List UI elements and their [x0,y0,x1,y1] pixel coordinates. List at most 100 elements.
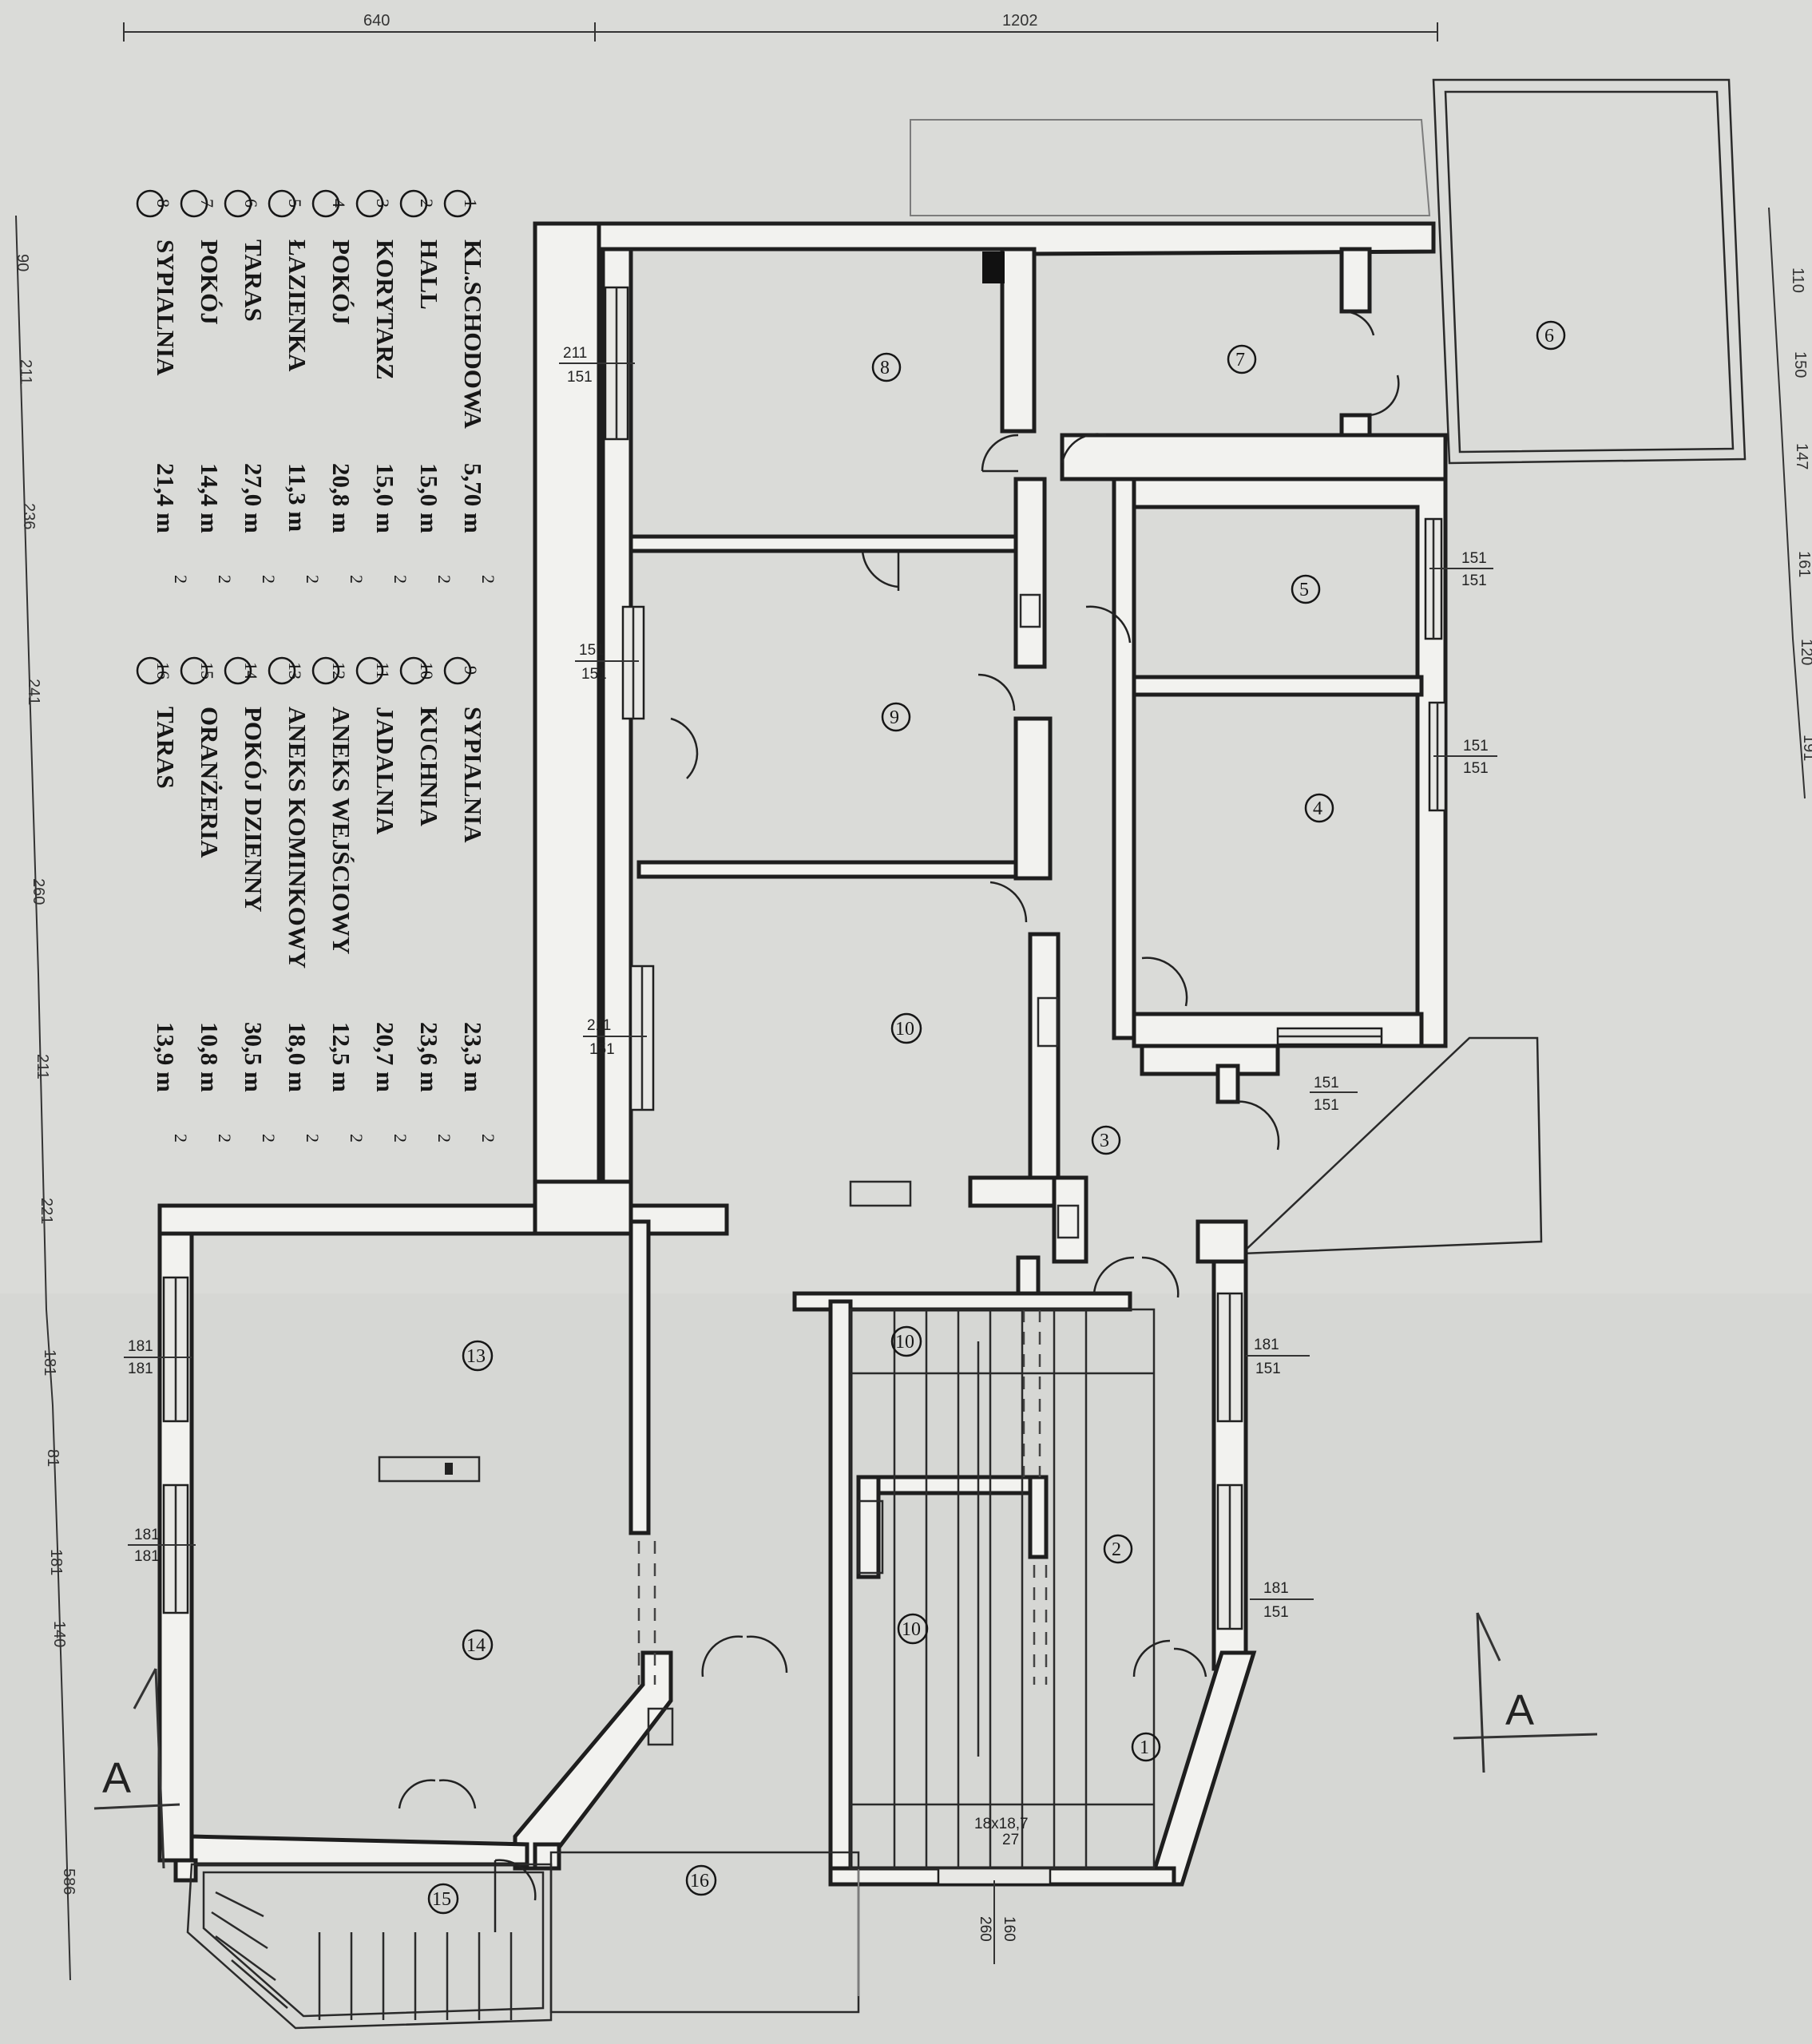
legend-room-area: 23,6 m [415,1022,443,1092]
legend-room-name: HALL [415,240,443,310]
svg-text:4: 4 [1313,798,1322,819]
legend-room-area: 23,3 m [459,1022,487,1092]
room-marker-4: 4 [1304,793,1334,823]
svg-text:151: 151 [589,1041,615,1058]
section-marker-a-right: A [1453,1612,1598,1773]
svg-text:5: 5 [1299,580,1309,600]
legend-area-superscript: 2 [434,575,454,584]
dimension-top: 640 1202 [123,12,1438,42]
legend-area-superscript: 2 [478,575,498,584]
room-marker-10c: 10 [897,1613,929,1645]
legend-number-circle [180,189,208,218]
dim-left: 236 [20,503,38,529]
legend-room-name: TARAS [240,240,268,322]
svg-text:181: 181 [1263,1580,1289,1597]
svg-text:260: 260 [977,1916,993,1942]
legend-room-area: 14,4 m [196,463,224,533]
dim-left: 90 [14,254,31,271]
legend-number: 16 [153,662,173,679]
svg-text:151: 151 [1314,1097,1339,1114]
dim-right: 191 [1800,735,1812,761]
legend-area-superscript: 2 [171,1134,191,1143]
svg-text:10: 10 [902,1619,921,1640]
doors [398,310,1400,1932]
stairs-label-sub: 27 [1002,1832,1019,1848]
room-marker-14: 14 [462,1629,494,1661]
legend-area-superscript: 2 [391,575,410,584]
legend-number-circle [224,189,252,218]
legend-room-area: 20,7 m [371,1022,399,1092]
windows [162,286,1447,1886]
legend-room-name: TARAS [152,707,180,789]
room-marker-2: 2 [1103,1534,1133,1564]
legend-number: 3 [373,199,393,208]
legend-area-superscript: 2 [303,575,323,584]
svg-text:A: A [102,1754,131,1802]
room-marker-8: 8 [871,352,902,382]
dim-left: 211 [34,1054,51,1079]
svg-text:181: 181 [134,1548,160,1565]
svg-text:151: 151 [567,369,593,386]
svg-text:181: 181 [1254,1337,1279,1353]
legend-room-name: ŁAZIENKA [283,240,311,372]
legend-room-area: 11,3 m [283,463,311,532]
svg-text:151: 151 [1463,738,1489,755]
svg-text:1: 1 [1140,1737,1149,1758]
legend-number: 13 [285,662,305,679]
legend-number-circle [355,189,384,218]
legend-room-area: 10,8 m [196,1022,224,1092]
legend-number-circle [399,656,428,685]
legend-number-circle [443,189,472,218]
room-marker-10b: 10 [890,1325,922,1357]
room-marker-1: 1 [1131,1732,1161,1762]
svg-text:3: 3 [1100,1131,1109,1151]
svg-text:10: 10 [895,1019,914,1040]
legend-area-superscript: 2 [347,575,367,584]
walls [157,221,1448,1887]
room-marker-5: 5 [1291,574,1321,604]
legend-room-name: SYPIALNIA [459,707,487,843]
dimension-right: 110 150 147 161 120 191 [1768,207,1812,799]
room-marker-3: 3 [1091,1125,1121,1155]
dim-right: 110 [1789,267,1806,293]
legend-number-circle [399,189,428,218]
svg-text:A: A [1505,1686,1534,1734]
svg-text:151: 151 [581,666,607,683]
room-markers: 8 7 6 9 5 4 10 3 13 10 2 14 10 1 15 16 [427,320,1566,1915]
legend-number: 10 [417,662,437,679]
legend-room-area: 5,70 m [459,463,487,533]
svg-text:151: 151 [1263,1604,1289,1621]
svg-text:10: 10 [895,1332,914,1353]
svg-text:160: 160 [1001,1916,1017,1942]
svg-text:151: 151 [1461,550,1487,567]
legend-number: 8 [153,199,173,208]
legend-number: 4 [329,199,349,208]
svg-text:151: 151 [1255,1361,1281,1377]
svg-text:151: 151 [1461,572,1487,589]
svg-text:211: 211 [563,345,587,362]
legend-room-area: 15,0 m [415,463,443,533]
legend-area-superscript: 2 [259,575,279,584]
dim-right: 150 [1791,351,1809,378]
legend-area-superscript: 2 [259,1134,279,1143]
legend-area-superscript: 2 [215,575,235,584]
svg-text:211: 211 [587,1017,611,1034]
section-marker-a-left: A [93,1668,180,1869]
legend-room-name: ORANŻERIA [196,707,224,858]
svg-text:181: 181 [128,1361,153,1377]
dim-left: 211 [17,359,34,385]
legend-number-circle [311,656,340,685]
